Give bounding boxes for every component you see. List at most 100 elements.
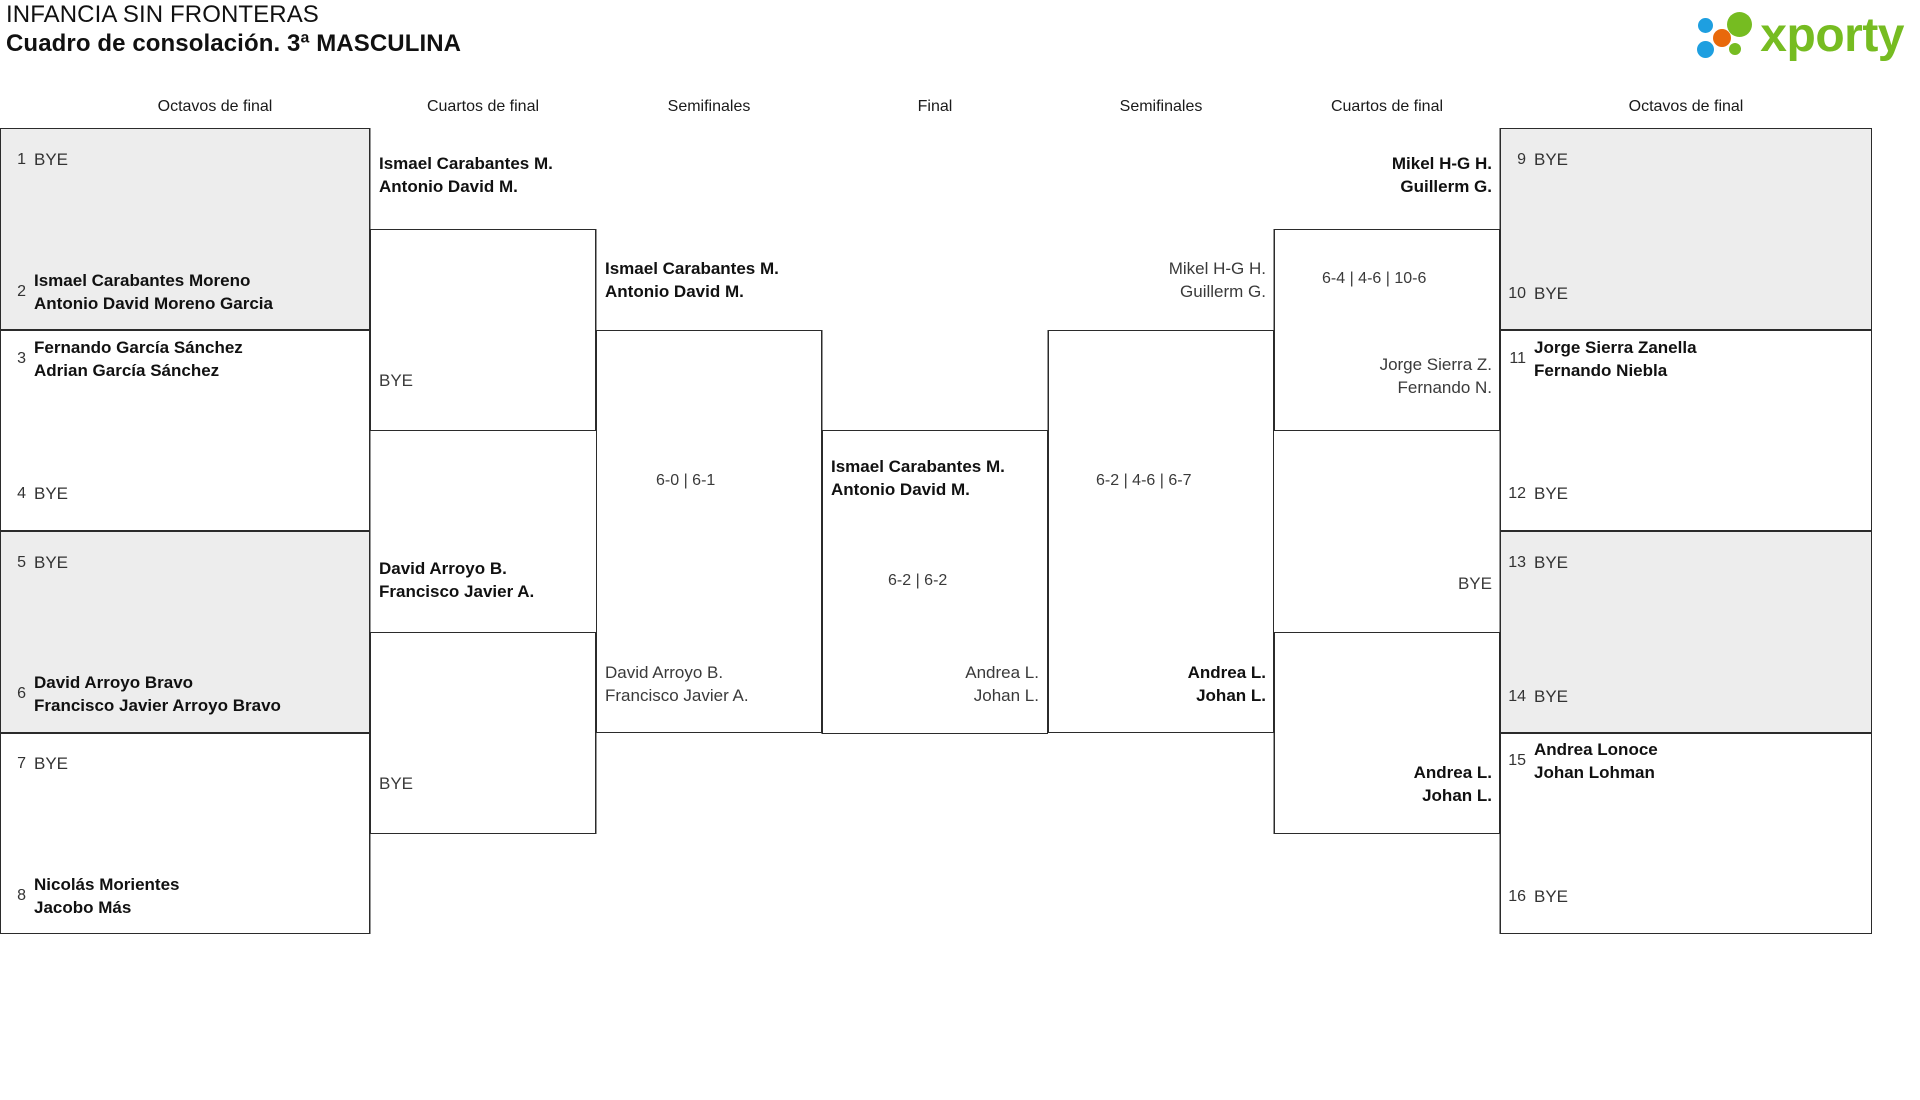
round-heading-final: Final [917, 98, 953, 115]
round-heading-left-semis: Semifinales [667, 98, 751, 115]
right-semis-score: 6-2 | 4-6 | 6-7 [1096, 472, 1192, 489]
player-name-1: Nicolás Morientes [34, 875, 180, 894]
final-match[interactable] [822, 430, 1048, 734]
player-name-2: Jacobo Más [34, 898, 132, 917]
player-name-1: BYE [1534, 484, 1569, 503]
seed-number: 16 [1508, 887, 1526, 905]
round-heading-right-semis: Semifinales [1119, 98, 1203, 115]
left-cuartos-player-top-2[interactable]: David Arroyo B. Francisco Javier A. [379, 557, 534, 603]
left-octavos-match-1[interactable] [0, 128, 370, 330]
right-cuartos-player-bot-2[interactable]: Andrea L. Johan L. [1280, 761, 1492, 807]
page-title: INFANCIA SIN FRONTERAS Cuadro de consola… [6, 0, 906, 58]
right-semis-player-bottom[interactable]: Andrea L. Johan L. [1054, 661, 1266, 707]
right-cuartos-player-top-2[interactable]: BYE [1280, 572, 1492, 595]
seed-number: 11 [1509, 350, 1526, 367]
right-cuartos-player-top-1[interactable]: Mikel H-G H. Guillerm G. [1280, 152, 1492, 198]
player-name-2: Francisco Javier Arroyo Bravo [34, 696, 281, 715]
right-octavos-entry-11[interactable]: 11 Jorge Sierra Zanella Fernando Niebla [1508, 336, 1696, 382]
player-name-2: Francisco Javier A. [379, 582, 535, 601]
left-octavos-entry-2[interactable]: 2 Ismael Carabantes Moreno Antonio David… [8, 269, 273, 315]
left-octavos-entry-3[interactable]: 3 Fernando García Sánchez Adrian García … [8, 336, 243, 382]
player-name-2: Antonio David M. [605, 282, 744, 301]
logo-dots-icon [1696, 10, 1754, 62]
player-name-1: BYE [34, 150, 69, 169]
seed-number: 8 [17, 887, 26, 904]
left-cuartos-match-1[interactable] [370, 229, 596, 431]
left-octavos-entry-5[interactable]: 5 BYE [8, 551, 68, 574]
left-octavos-entry-8[interactable]: 8 Nicolás Morientes Jacobo Más [8, 873, 180, 919]
seed-number: 6 [17, 685, 26, 702]
right-octavos-match-3[interactable] [1500, 531, 1872, 733]
player-name-2: Antonio David Moreno Garcia [34, 294, 273, 313]
player-name-1: BYE [34, 484, 69, 503]
player-name-1: Mikel H-G H. [1168, 259, 1266, 278]
player-name-1: BYE [1534, 887, 1569, 906]
player-name-1: David Arroyo B. [605, 663, 724, 682]
seed-number: 12 [1508, 484, 1526, 502]
player-name-1: Andrea L. [965, 663, 1039, 682]
right-octavos-match-4[interactable] [1500, 733, 1872, 934]
player-name-2: Antonio David M. [831, 480, 970, 499]
left-cuartos-player-top-1[interactable]: Ismael Carabantes M. Antonio David M. [379, 152, 553, 198]
right-cuartos-match-2[interactable] [1274, 632, 1500, 834]
left-semis-player-top[interactable]: Ismael Carabantes M. Antonio David M. [605, 257, 779, 303]
player-name-1: BYE [1534, 150, 1569, 169]
right-semis-player-top[interactable]: Mikel H-G H. Guillerm G. [1054, 257, 1266, 303]
right-octavos-entry-9[interactable]: 9 BYE [1508, 148, 1568, 171]
right-octavos-entry-15[interactable]: 15 Andrea Lonoce Johan Lohman [1508, 738, 1658, 784]
left-octavos-entry-4[interactable]: 4 BYE [8, 482, 68, 505]
player-name-1: Fernando García Sánchez [34, 338, 243, 357]
seed-number: 13 [1508, 553, 1526, 571]
player-name-1: Jorge Sierra Z. [1379, 355, 1492, 374]
player-name-2: Guillerm G. [1180, 282, 1266, 301]
right-cuartos-match-1[interactable] [1274, 229, 1500, 431]
left-octavos-match-2[interactable] [0, 330, 370, 531]
right-octavos-entry-12[interactable]: 12 BYE [1508, 482, 1568, 505]
right-octavos-match-1[interactable] [1500, 128, 1872, 330]
player-name-2: Guillerm G. [1400, 177, 1492, 196]
seed-number: 2 [17, 283, 26, 300]
player-name-2: Johan Lohman [1534, 763, 1655, 782]
right-semis-match[interactable] [1048, 330, 1274, 733]
round-heading-right-cuartos: Cuartos de final [1330, 98, 1444, 115]
player-name-2: Antonio David M. [379, 177, 518, 196]
right-octavos-entry-16[interactable]: 16 BYE [1508, 885, 1568, 908]
left-semis-player-bottom[interactable]: David Arroyo B. Francisco Javier A. [605, 661, 749, 707]
player-name-1: BYE [1534, 553, 1569, 572]
player-name-2: Johan L. [1422, 786, 1492, 805]
seed-number: 3 [17, 350, 26, 367]
left-octavos-match-3[interactable] [0, 531, 370, 733]
right-octavos-entry-14[interactable]: 14 BYE [1508, 685, 1568, 708]
player-name-2: Fernando N. [1397, 378, 1493, 397]
right-cuartos-player-bot-1[interactable]: Jorge Sierra Z. Fernando N. [1280, 353, 1492, 399]
right-octavos-entry-13[interactable]: 13 BYE [1508, 551, 1568, 574]
left-cuartos-player-bot-1[interactable]: BYE [379, 369, 413, 392]
seed-number: 5 [17, 553, 26, 571]
player-name-1: Ismael Carabantes M. [379, 154, 553, 173]
bracket-subtitle: Cuadro de consolación. 3ª MASCULINA [6, 30, 462, 57]
final-player-bottom[interactable]: Andrea L. Johan L. [839, 661, 1039, 707]
left-octavos-match-4[interactable] [0, 733, 370, 934]
player-name-1: BYE [1457, 574, 1492, 593]
left-cuartos-match-2[interactable] [370, 632, 596, 834]
player-name-1: Ismael Carabantes M. [831, 457, 1005, 476]
player-name-1: Andrea Lonoce [1534, 740, 1658, 759]
player-name-1: BYE [34, 754, 69, 773]
right-octavos-match-2[interactable] [1500, 330, 1872, 531]
player-name-2: Johan L. [1196, 686, 1266, 705]
left-cuartos-player-bot-2[interactable]: BYE [379, 772, 413, 795]
right-octavos-entry-10[interactable]: 10 BYE [1508, 282, 1568, 305]
final-player-top[interactable]: Ismael Carabantes M. Antonio David M. [831, 455, 1005, 501]
left-semis-match[interactable] [596, 330, 822, 733]
round-heading-left-octavos: Octavos de final [157, 98, 273, 115]
seed-number: 7 [17, 754, 26, 772]
player-name-1: Mikel H-G H. [1391, 154, 1492, 173]
left-octavos-entry-7[interactable]: 7 BYE [8, 752, 68, 775]
left-octavos-entry-1[interactable]: 1 BYE [8, 148, 68, 171]
seed-number: 1 [17, 150, 26, 168]
seed-number: 10 [1508, 284, 1526, 302]
round-heading-right-octavos: Octavos de final [1628, 98, 1744, 115]
player-name-1: BYE [1534, 284, 1569, 303]
seed-number: 4 [17, 484, 26, 502]
left-octavos-entry-6[interactable]: 6 David Arroyo Bravo Francisco Javier Ar… [8, 671, 281, 717]
